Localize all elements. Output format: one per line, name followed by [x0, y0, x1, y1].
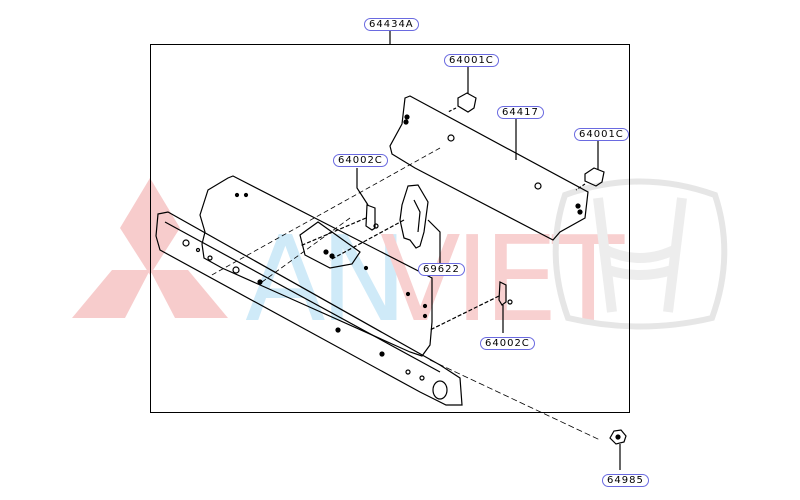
callout-64002C-upper[interactable]: 64002C	[333, 154, 388, 167]
nut-64985	[609, 429, 627, 470]
an-viet-watermark: AN VIET	[245, 210, 631, 348]
diagram-frame	[150, 44, 630, 413]
callout-64434A[interactable]: 64434A	[364, 18, 419, 31]
upper-panel-64417	[389, 95, 589, 241]
h-emblem-logo	[552, 178, 728, 330]
callout-64417[interactable]: 64417	[497, 106, 544, 119]
floor-panel	[199, 175, 433, 357]
clip-64001C-right	[575, 141, 605, 191]
reinforcement-69622	[329, 184, 441, 264]
callout-64001C-top[interactable]: 64001C	[444, 54, 499, 67]
callout-64002C-lower[interactable]: 64002C	[480, 337, 535, 350]
bracket-64002C-lower	[429, 281, 513, 333]
bracket-64002C-upper	[299, 168, 379, 247]
callout-64985[interactable]: 64985	[602, 474, 649, 487]
rail-member	[155, 211, 463, 406]
callout-64001C-right[interactable]: 64001C	[574, 128, 629, 141]
clip-64001C-top	[447, 67, 477, 113]
callout-69622[interactable]: 69622	[418, 263, 465, 276]
